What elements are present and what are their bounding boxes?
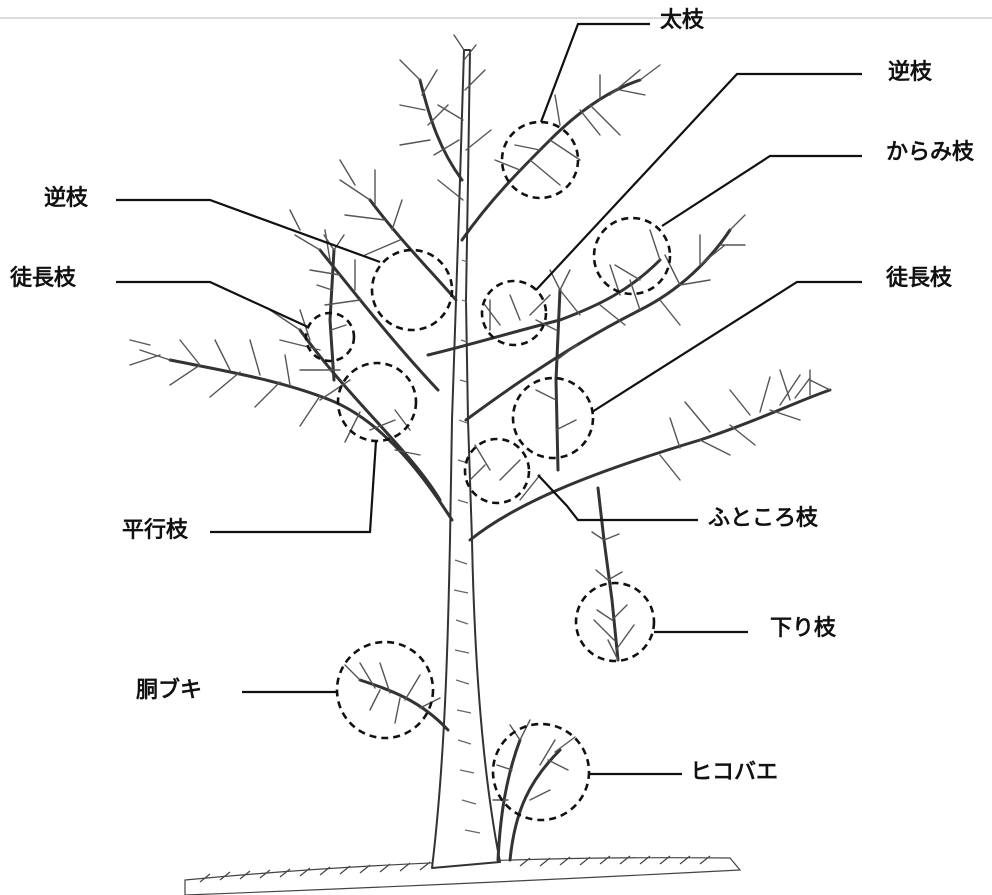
leader-karamieda <box>662 156 862 226</box>
label-tochoshi-left: 徒長枝 <box>10 266 76 292</box>
label-hikobae: ヒコバエ <box>690 760 778 786</box>
leader-tochoshi-left <box>116 282 308 327</box>
leader-heikoshi <box>210 441 376 532</box>
leader-futokoroeda <box>538 475 698 520</box>
label-sagarieda: 下り枝 <box>770 616 836 642</box>
leader-lines <box>116 24 862 774</box>
label-sakaeda-left: 逆枝 <box>44 186 88 212</box>
highlight-circles <box>306 122 670 820</box>
leader-sakaeda-left <box>116 200 380 262</box>
label-dobuki: 胴ブキ <box>136 678 202 704</box>
label-futokoroeda: ふところ枝 <box>708 506 818 532</box>
twigs <box>130 35 830 800</box>
label-tochoshi-right: 徒長枝 <box>886 266 952 292</box>
branches <box>170 80 830 860</box>
label-sakaeda-right: 逆枝 <box>888 60 932 86</box>
circle-tochoshi-right <box>513 378 593 458</box>
circle-futoeda <box>502 122 578 198</box>
leader-sakaeda-right <box>536 74 862 290</box>
label-heikoshi: 平行枝 <box>122 518 188 544</box>
label-futoeda: 太枝 <box>660 8 704 34</box>
circle-sakaeda-left <box>372 250 452 330</box>
label-karamieda: からみ枝 <box>886 140 974 166</box>
circle-futokoroeda <box>465 439 529 503</box>
